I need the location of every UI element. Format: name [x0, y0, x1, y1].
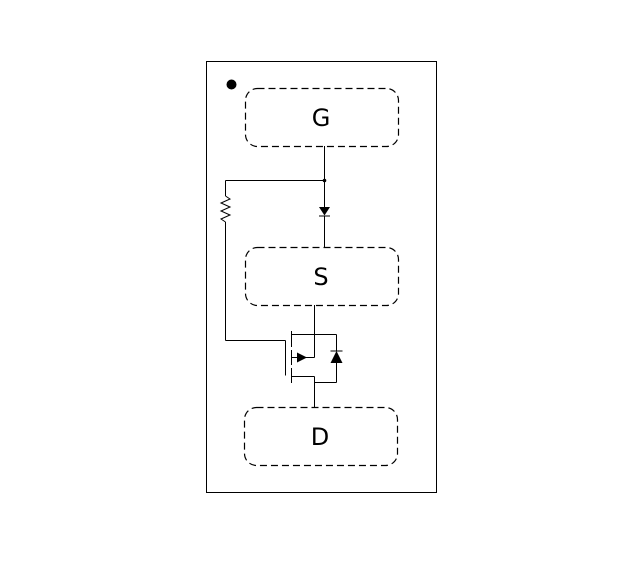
- pad-drain[interactable]: D: [243, 406, 399, 467]
- pin1-marker-dot: [226, 79, 237, 90]
- body-diode-icon: [330, 351, 343, 363]
- pad-source-label: S: [313, 263, 328, 291]
- gate-protection-diode-icon: [319, 207, 330, 216]
- internal-schematic: [219, 146, 343, 408]
- gate-resistor-icon: [219, 195, 232, 223]
- package-outline: [206, 61, 437, 493]
- pad-gate[interactable]: G: [244, 87, 400, 148]
- mosfet-body-arrow-icon: [297, 352, 307, 363]
- pad-source[interactable]: S: [244, 246, 400, 307]
- pad-drain-label: D: [311, 423, 329, 451]
- pad-gate-label: G: [312, 104, 331, 132]
